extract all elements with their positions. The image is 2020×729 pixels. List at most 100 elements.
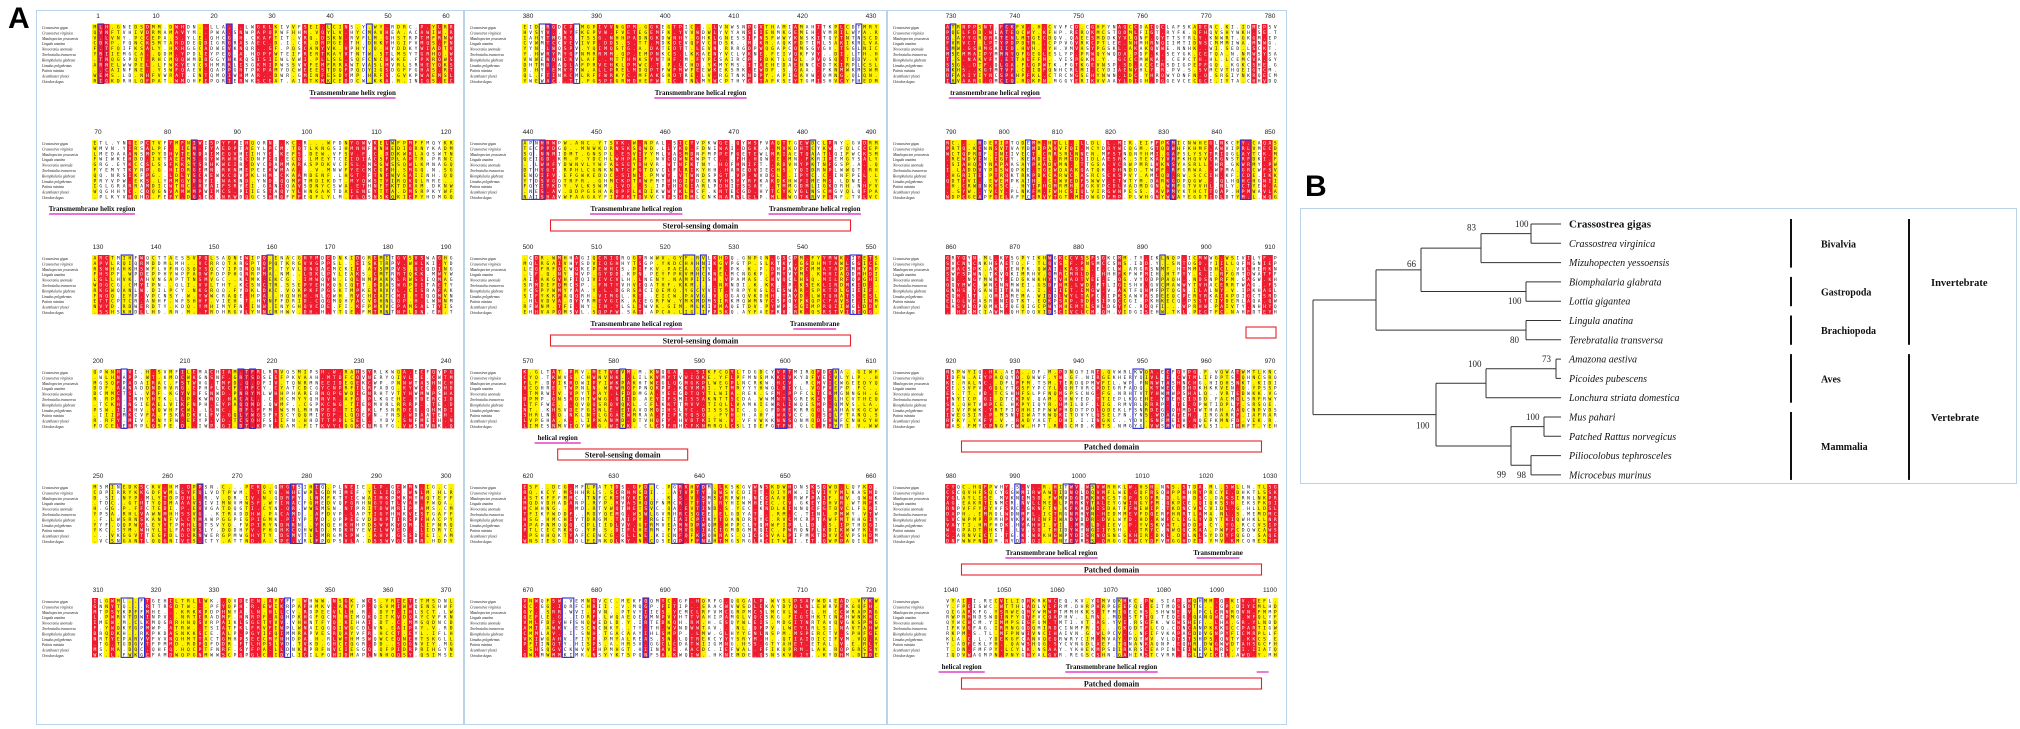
residue: N: [216, 647, 219, 653]
residue: H: [280, 391, 283, 397]
region-label: Transmembrane helix region: [309, 89, 396, 97]
species-label: Biomphalaria glabrata: [42, 174, 75, 178]
residue: .: [374, 648, 377, 653]
identical-residue-column: [407, 369, 414, 429]
residue: G: [111, 184, 114, 190]
residue: W: [339, 184, 342, 190]
residue: L: [327, 57, 330, 63]
residue: Y: [222, 57, 225, 63]
residue: W: [275, 52, 278, 58]
species-label: Patiria miniata: [469, 69, 492, 73]
residue: .: [315, 534, 318, 539]
residue: Y: [444, 528, 447, 534]
residue: C: [644, 62, 647, 68]
residue: A: [702, 52, 705, 58]
residue: R: [234, 184, 237, 190]
residue: W: [111, 626, 114, 632]
residue: V: [140, 413, 143, 419]
residue: V: [362, 62, 365, 68]
residue: L: [737, 52, 740, 58]
residue: Y: [234, 609, 237, 615]
residue: .: [621, 42, 624, 47]
residue: .: [245, 163, 248, 168]
residue: I: [356, 391, 359, 397]
conserved-box: [389, 139, 397, 200]
residue: T: [181, 151, 184, 157]
residue: Y: [169, 141, 172, 147]
residue: K: [275, 25, 278, 31]
residue: N: [239, 46, 242, 52]
residue: T: [432, 413, 435, 419]
residue: .: [362, 408, 365, 413]
residue: Y: [321, 386, 324, 392]
residue: N: [432, 424, 435, 430]
residue: N: [117, 539, 120, 545]
residue: A: [117, 266, 120, 272]
residue: F: [269, 35, 272, 41]
residue: R: [415, 146, 418, 152]
residue: E: [327, 304, 330, 310]
residue: M: [444, 642, 447, 648]
residue: R: [667, 73, 670, 79]
position-tick: 1: [96, 13, 100, 20]
residue: M: [748, 41, 751, 47]
species-label: Limulus polyphemus: [41, 295, 72, 299]
identical-residue-column: [226, 369, 233, 429]
residue: K: [327, 79, 330, 85]
residue: I: [450, 407, 453, 413]
residue: .: [298, 425, 301, 430]
residue: I: [210, 189, 213, 195]
residue: V: [385, 604, 388, 610]
residue: T: [570, 79, 573, 85]
residue: W: [420, 46, 423, 52]
residue: V: [304, 261, 307, 267]
residue: .: [140, 496, 143, 501]
residue: I: [420, 79, 423, 85]
residue: A: [304, 375, 307, 381]
residue: Q: [123, 522, 126, 528]
residue: D: [650, 46, 653, 52]
residue: W: [269, 501, 272, 507]
residue: F: [327, 62, 330, 68]
residue: .: [356, 152, 359, 157]
residue: W: [639, 62, 642, 68]
residue: R: [420, 647, 423, 653]
residue: I: [420, 293, 423, 299]
residue: .: [117, 513, 120, 518]
residue: F: [345, 162, 348, 168]
similar-residue-column: [313, 24, 320, 84]
residue: T: [575, 79, 578, 85]
residue: P: [263, 68, 266, 74]
residue: M: [644, 52, 647, 58]
residue: N: [535, 46, 538, 52]
residue: M: [146, 184, 149, 190]
residue: S: [204, 391, 207, 397]
residue: K: [199, 288, 202, 294]
residue: P: [94, 407, 97, 413]
residue: Y: [356, 528, 359, 534]
residue: A: [123, 184, 126, 190]
residue: W: [94, 189, 97, 195]
residue: S: [719, 57, 722, 63]
residue: H: [380, 391, 383, 397]
residue: H: [269, 528, 272, 534]
residue: N: [158, 283, 161, 289]
residue: A: [181, 501, 184, 507]
residue: F: [444, 41, 447, 47]
residue: K: [140, 490, 143, 496]
residue: R: [616, 68, 619, 74]
similar-residue-column: [413, 140, 420, 200]
residue: P: [298, 636, 301, 642]
residue: Y: [391, 46, 394, 52]
identical-residue-column: [418, 24, 426, 84]
residue: H: [350, 609, 353, 615]
residue: C: [327, 184, 330, 190]
residue: .: [409, 294, 412, 299]
residue: .: [391, 621, 394, 626]
residue: D: [169, 533, 172, 539]
residue: T: [193, 615, 196, 621]
residue: W: [269, 604, 272, 610]
residue: R: [450, 30, 453, 36]
residue: .: [356, 610, 359, 615]
residue: H: [228, 57, 231, 63]
